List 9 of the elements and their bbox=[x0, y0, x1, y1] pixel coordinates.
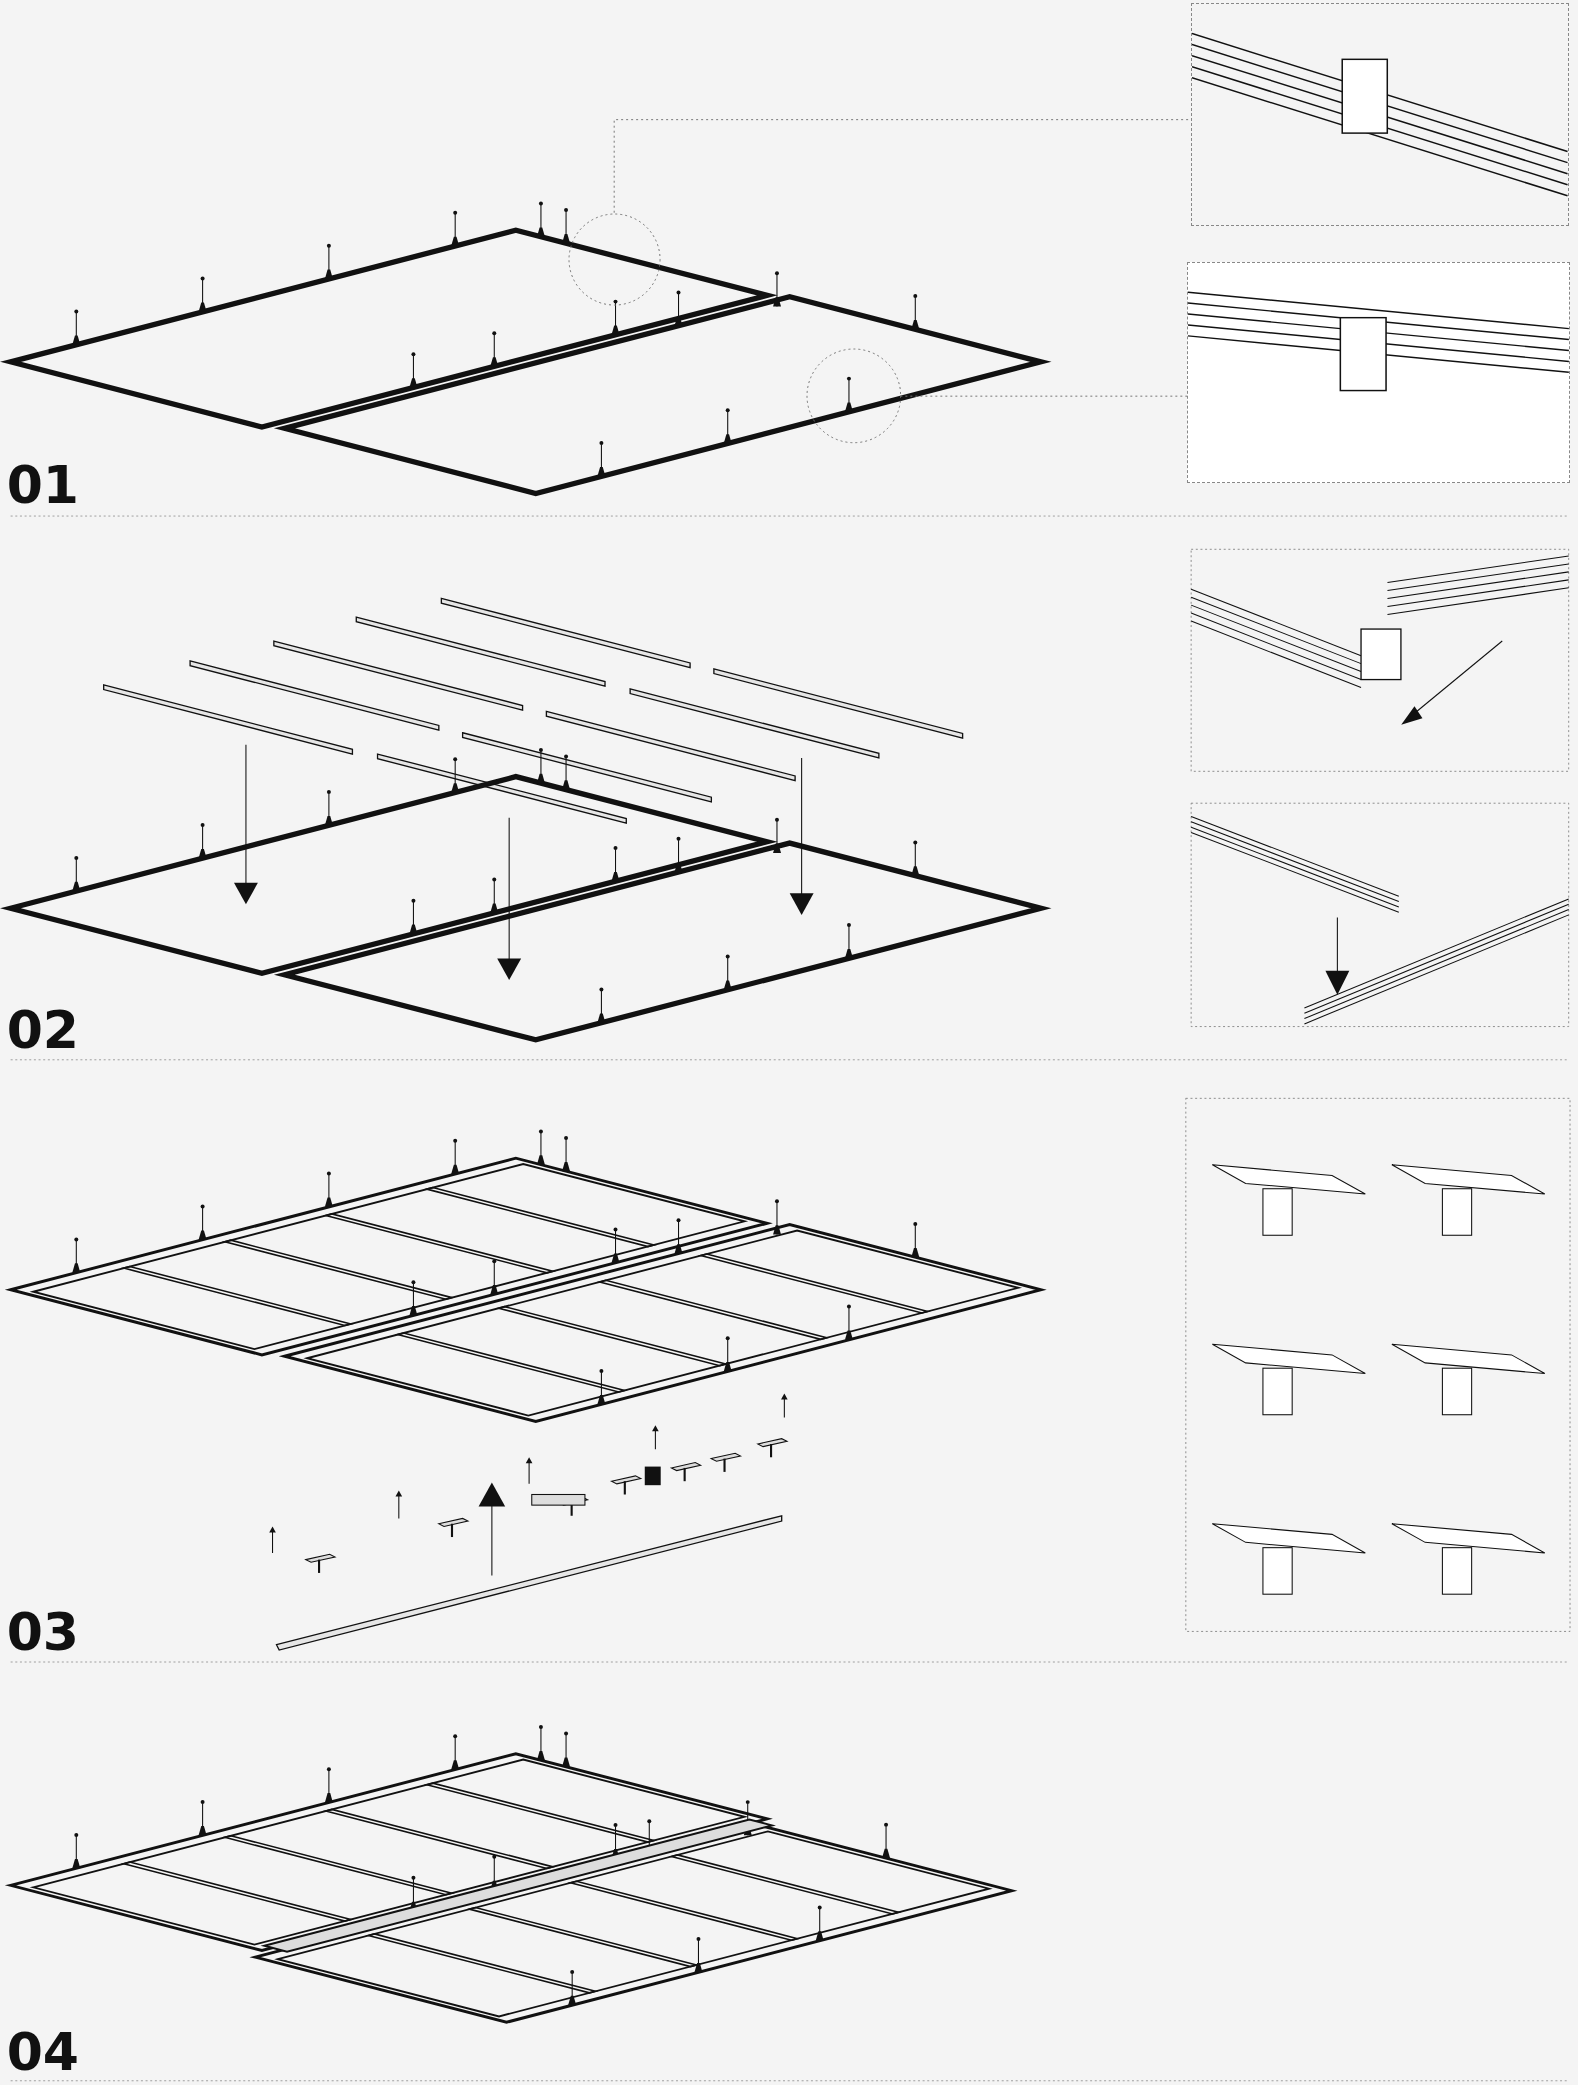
detail-circle bbox=[567, 212, 661, 306]
leader-line bbox=[899, 395, 1188, 397]
step-number: 03 bbox=[6, 1605, 79, 1658]
detail-view-drawing bbox=[1187, 261, 1570, 483]
detail-circle bbox=[805, 348, 902, 444]
step-number: 04 bbox=[6, 2026, 79, 2078]
detail-view-drawing bbox=[1191, 2, 1569, 226]
step-number: 02 bbox=[6, 1003, 79, 1056]
step-number: 01 bbox=[6, 458, 79, 511]
